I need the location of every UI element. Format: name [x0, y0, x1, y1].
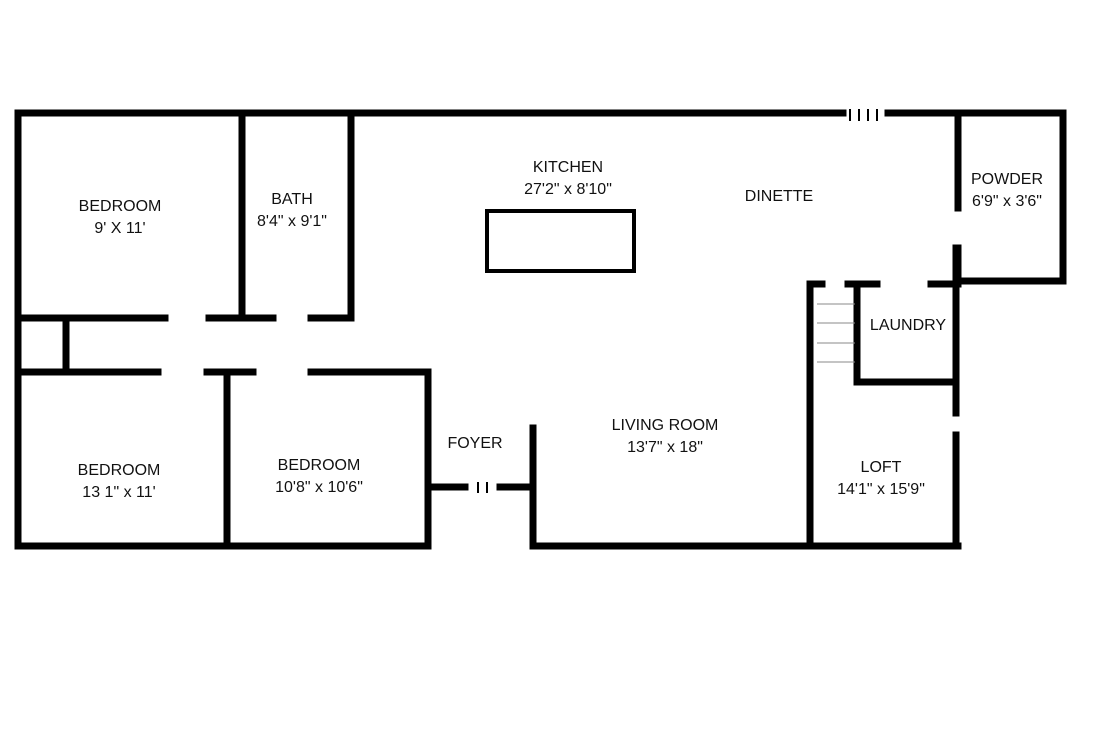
room-name: BEDROOM [277, 457, 361, 474]
room-label-kitchen: KITCHEN 27'2" x 8'10" [524, 157, 612, 201]
room-name: FOYER [447, 435, 503, 452]
room-size: 13 1" x 11' [82, 484, 156, 501]
room-size: 6'9" x 3'6" [972, 193, 1042, 210]
room-name: LOFT [860, 459, 902, 476]
stairs [817, 303, 855, 363]
room-label-laundry: LAUNDRY [870, 315, 946, 337]
room-size: 27'2" x 8'10" [524, 181, 612, 198]
room-size: 8'4" x 9'1" [257, 213, 327, 230]
room-name: KITCHEN [532, 159, 604, 176]
room-label-living-room: LIVING ROOM 13'7" x 18" [612, 415, 719, 459]
room-name: BATH [271, 191, 313, 208]
room-name: BEDROOM [77, 462, 161, 479]
room-label-foyer: FOYER [447, 433, 502, 455]
room-name: POWDER [971, 171, 1043, 188]
room-label-dinette: DINETTE [745, 186, 813, 208]
room-size: 10'8" x 10'6" [275, 479, 363, 496]
room-label-bedroom-middle: BEDROOM 10'8" x 10'6" [275, 455, 363, 499]
room-name: LAUNDRY [869, 317, 947, 334]
room-size: 13'7" x 18" [627, 439, 703, 456]
kitchen-island [485, 209, 636, 273]
room-label-loft: LOFT 14'1" x 15'9" [837, 457, 925, 501]
room-name: LIVING ROOM [611, 417, 719, 434]
room-label-bedroom-bottom-left: BEDROOM 13 1" x 11' [78, 460, 161, 504]
room-size: 9' X 11' [94, 220, 146, 237]
room-name: DINETTE [744, 188, 814, 205]
room-size: 14'1" x 15'9" [837, 481, 925, 498]
room-label-bedroom-top-left: BEDROOM 9' X 11' [79, 196, 162, 240]
room-label-bath: BATH 8'4" x 9'1" [257, 189, 327, 233]
room-label-powder: POWDER 6'9" x 3'6" [971, 169, 1043, 213]
room-name: BEDROOM [78, 198, 162, 215]
